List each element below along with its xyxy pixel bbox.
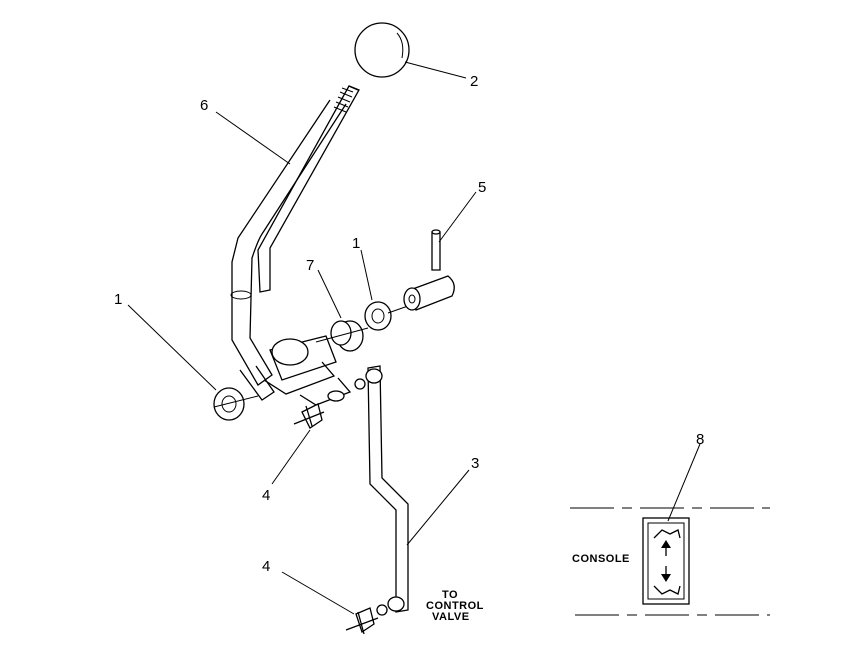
washer-left-part: [213, 387, 259, 421]
callout-5: 5: [478, 179, 486, 196]
callout-4-lower: 4: [262, 558, 270, 575]
washer-mid-part: [364, 301, 409, 331]
callout-8: 8: [696, 431, 704, 448]
note-valve: VALVE: [432, 611, 470, 623]
leader-line-7: [317, 269, 342, 319]
leader-line-3: [406, 469, 470, 546]
console-inset: [570, 443, 770, 616]
bushing-part: [315, 320, 369, 352]
console-label: CONSOLE: [572, 553, 630, 565]
callout-6: 6: [200, 97, 208, 114]
callout-3: 3: [471, 455, 479, 472]
callout-4-upper: 4: [262, 487, 270, 504]
pivot-housing-part: [263, 335, 352, 406]
clip-lower-part: [345, 607, 379, 635]
leader-line-4-lower: [281, 571, 355, 615]
callout-2: 2: [470, 73, 478, 90]
callout-1-left: 1: [114, 291, 122, 308]
pin-sleeve-part: [403, 229, 455, 311]
note-control: CONTROL: [426, 600, 484, 612]
leader-line-1-mid: [360, 249, 373, 301]
control-rod-part: [354, 365, 409, 616]
clip-upper-part: [293, 403, 325, 429]
leader-line-4-upper: [271, 429, 311, 485]
callout-1-mid: 1: [352, 235, 360, 252]
callout-7: 7: [306, 257, 314, 274]
note-to: TO: [442, 589, 458, 601]
leader-line-6: [215, 111, 291, 165]
leader-line-2: [404, 61, 467, 79]
shift-lever-part: [230, 85, 360, 401]
leader-line-1-left: [127, 304, 217, 391]
knob-part: [354, 22, 410, 78]
leader-line-5: [438, 191, 477, 243]
